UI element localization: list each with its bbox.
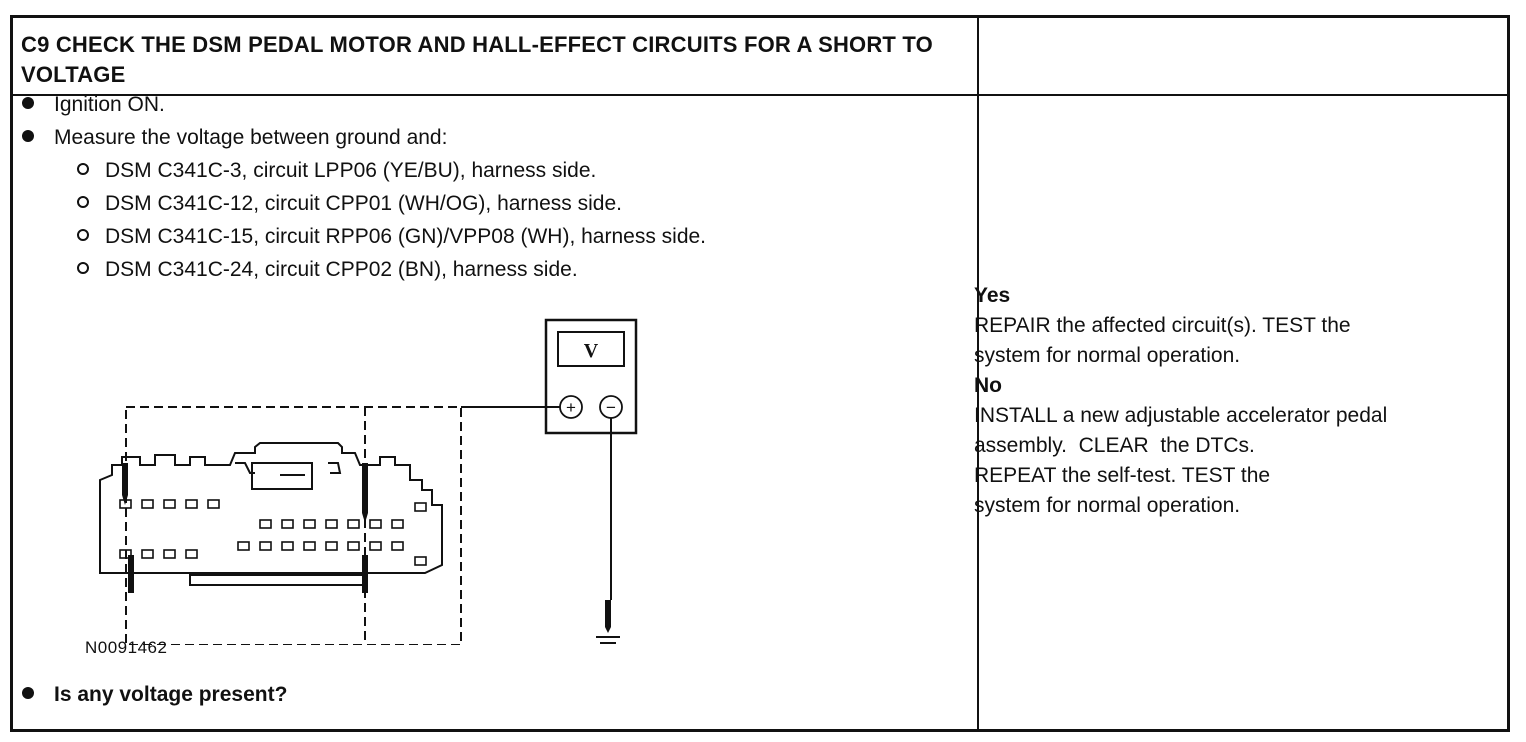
hollow-bullet-icon [77, 229, 89, 241]
yes-action-line: REPAIR the affected circuit(s). TEST the [974, 314, 1351, 337]
measurement-point-text: DSM C341C-15, circuit RPP06 (GN)/VPP08 (… [105, 225, 707, 248]
column-divider [977, 18, 979, 729]
measurement-point-text: DSM C341C-24, circuit CPP02 (BN), harnes… [105, 258, 578, 281]
harness-outline [125, 406, 462, 645]
no-action-line: REPEAT the self-test. TEST the [974, 464, 1271, 487]
diagnostic-step-table: C9 CHECK THE DSM PEDAL MOTOR AND HALL-EF… [10, 15, 1510, 732]
bullet-icon [22, 97, 34, 109]
question-item: Is any voltage present? [22, 680, 287, 710]
measurement-point-item: DSM C341C-24, circuit CPP02 (BN), harnes… [77, 253, 706, 286]
instruction-item: Measure the voltage between ground and: … [22, 121, 706, 286]
measurement-point-text: DSM C341C-12, circuit CPP01 (WH/OG), har… [105, 192, 622, 215]
instruction-text: Measure the voltage between ground and: [54, 126, 448, 149]
measurement-point-list: DSM C341C-3, circuit LPP06 (YE/BU), harn… [22, 154, 706, 286]
no-action-line: assembly. CLEAR the DTCs. [974, 434, 1255, 457]
hollow-bullet-icon [77, 262, 89, 274]
measurement-point-item: DSM C341C-12, circuit CPP01 (WH/OG), har… [77, 187, 706, 220]
figure-id: N0091462 [85, 638, 168, 657]
connector-ledge [189, 574, 366, 586]
positive-terminal-symbol: + [566, 398, 576, 417]
bullet-icon [22, 130, 34, 142]
connector-body [99, 442, 443, 574]
multimeter [544, 318, 638, 435]
hollow-bullet-icon [77, 196, 89, 208]
bullet-icon [22, 687, 34, 699]
voltage-measurement-diagram: V + − [99, 318, 638, 645]
no-heading: No [974, 374, 1002, 397]
negative-terminal-symbol: − [606, 398, 616, 417]
measurement-point-item: DSM C341C-15, circuit RPP06 (GN)/VPP08 (… [77, 220, 706, 253]
question-text: Is any voltage present? [54, 683, 288, 706]
pin-cavities [119, 499, 427, 566]
test-probes [122, 463, 611, 633]
step-title: C9 CHECK THE DSM PEDAL MOTOR AND HALL-EF… [21, 32, 933, 87]
measurement-point-item: DSM C341C-3, circuit LPP06 (YE/BU), harn… [77, 154, 706, 187]
header-divider [13, 94, 1507, 96]
no-action-line: INSTALL a new adjustable accelerator ped… [974, 404, 1388, 427]
yes-action-line: system for normal operation. [974, 344, 1241, 367]
instruction-text: Ignition ON. [54, 93, 165, 116]
no-action-line: system for normal operation. [974, 494, 1241, 517]
connector-latch [251, 462, 313, 490]
meter-display-label: V [584, 340, 599, 362]
measurement-point-text: DSM C341C-3, circuit LPP06 (YE/BU), harn… [105, 159, 597, 182]
result-column: Yes REPAIR the affected circuit(s). TEST… [974, 281, 1474, 521]
instruction-item: Ignition ON. [22, 88, 706, 121]
instruction-list: Ignition ON. Measure the voltage between… [22, 88, 706, 286]
yes-heading: Yes [974, 284, 1011, 307]
hollow-bullet-icon [77, 163, 89, 175]
